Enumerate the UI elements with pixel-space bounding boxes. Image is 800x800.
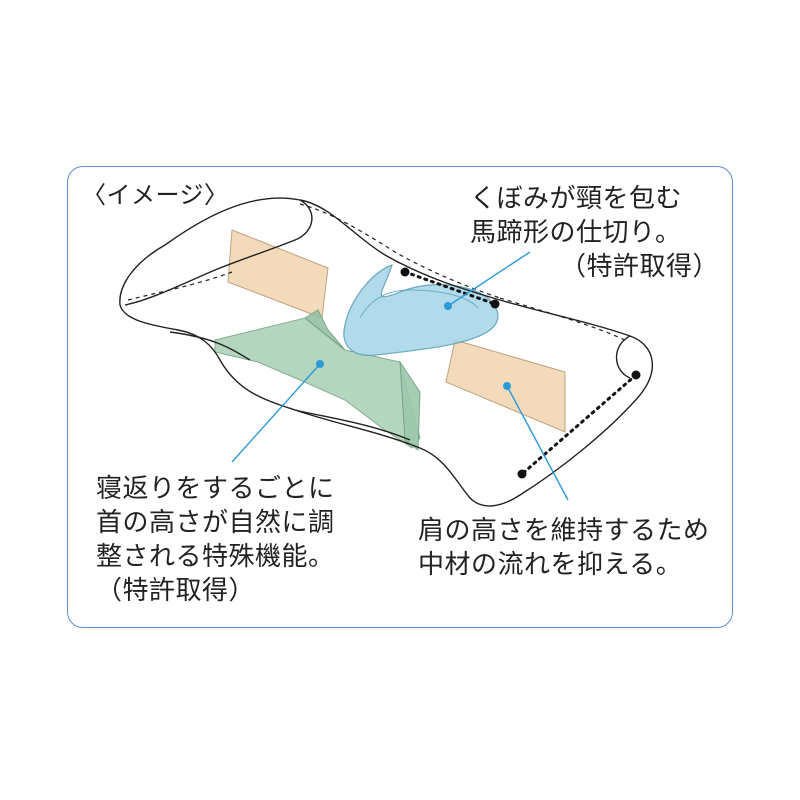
kubomi-callout: くぼみが頸を包む 馬蹄形の仕切り。 （特許取得） — [470, 182, 719, 284]
blue-horseshoe-inner — [359, 289, 479, 319]
kata-callout: 肩の高さを維持するため 中材の流れを抑える。 — [418, 514, 710, 582]
negaeri-callout-line: 首の高さが自然に調 — [96, 508, 335, 538]
kata-callout-line: 肩の高さを維持するため — [418, 516, 710, 546]
leader-lines — [231, 251, 569, 501]
leader-dots — [316, 302, 511, 390]
leader-kata — [506, 385, 569, 501]
image-label: 〈イメージ〉 — [82, 181, 229, 209]
kubomi-callout-line: 馬蹄形の仕切り。 — [470, 218, 682, 248]
beige-partition-left — [227, 229, 329, 319]
kata-callout-line: 中材の流れを抑える。 — [418, 550, 683, 580]
pillow-dashed-edges — [127, 203, 626, 341]
green-partition-flap — [399, 360, 421, 451]
negaeri-callout-line: 整される特殊機能。 — [96, 542, 335, 572]
leader-kubomi — [447, 251, 531, 307]
leader-negaeri — [231, 363, 321, 463]
pillow-outline — [119, 197, 654, 507]
kubomi-callout-line: くぼみが頸を包む — [470, 184, 683, 214]
diagram-frame — [67, 166, 733, 628]
kubomi-callout-line: （特許取得） — [560, 252, 720, 282]
negaeri-callout-line: 寝返りをするごとに — [96, 474, 335, 504]
negaeri-callout: 寝返りをするごとに 首の高さが自然に調 整される特殊機能。 （特許取得） — [96, 472, 335, 608]
green-partition-tab — [304, 309, 346, 351]
negaeri-callout-line: （特許取得） — [96, 576, 256, 606]
pillow-dotted-lines — [403, 270, 638, 476]
pillow-endpoints — [400, 267, 641, 479]
